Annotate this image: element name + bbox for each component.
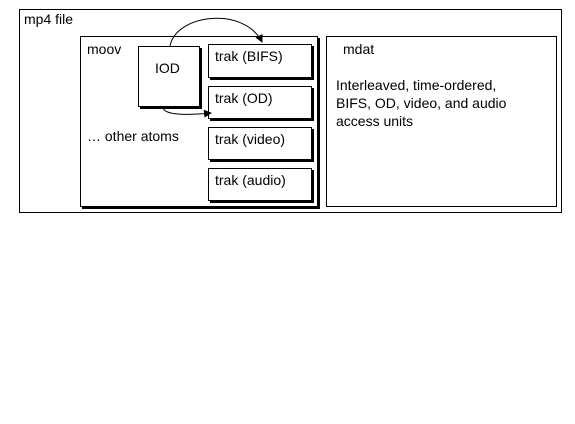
iod-label: IOD [155,60,180,76]
mdat-description-line: access units [336,113,414,129]
mdat-description: Interleaved, time-ordered, BIFS, OD, vid… [336,76,506,130]
trak-video-box: trak (video) [208,127,312,160]
mp4-file-label: mp4 file [24,11,74,27]
trak-audio-box: trak (audio) [208,168,312,201]
other-atoms-label: … other atoms [87,128,179,144]
mdat-description-line: Interleaved, time-ordered, [336,77,497,93]
mdat-box: mdat Interleaved, time-ordered, BIFS, OD… [326,36,557,207]
iod-box: IOD [138,46,200,107]
trak-od-box: trak (OD) [208,86,312,119]
moov-label: moov [87,41,122,57]
mdat-label: mdat [343,41,375,57]
trak-bifs-box: trak (BIFS) [208,44,312,78]
mdat-description-line: BIFS, OD, video, and audio [336,95,507,111]
